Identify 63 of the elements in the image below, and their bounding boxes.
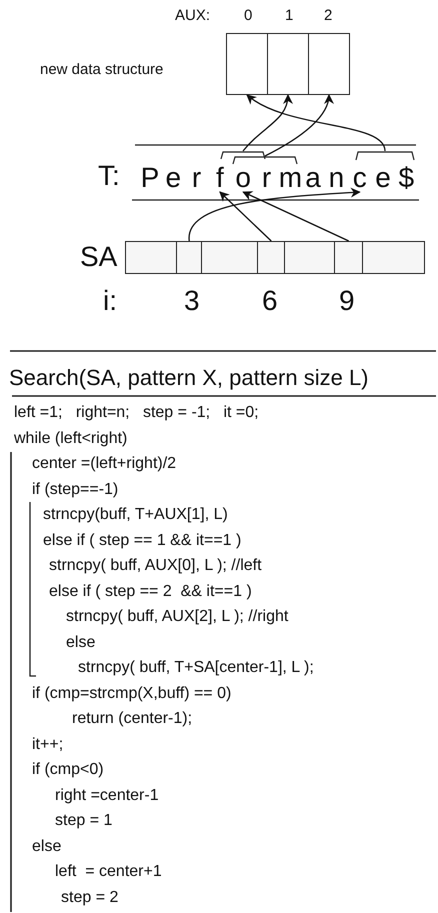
array-cell [201,241,258,274]
character: e [372,163,394,192]
array-cell [308,33,350,95]
code-line: if (cmp<0) [32,762,104,778]
character: f [208,163,231,192]
index-number: 1 [285,8,294,23]
code-line: else [66,634,96,650]
code-line: strncpy( buff, AUX[2], L ); //right [66,609,288,625]
code-line: strncpy(buff, T+AUX[1], L) [43,507,228,523]
substring-bracket [220,151,266,159]
character: m [278,163,301,192]
code-line: return (center-1); [72,711,192,727]
code-line: strncpy( buff, AUX[0], L ); //left [49,558,262,574]
code-line: while (left<right) [14,430,128,446]
character: $ [395,163,418,192]
character: n [325,163,348,192]
character: e [162,163,184,192]
index-number: 3 [184,287,200,315]
arrow [242,94,292,152]
array-cell [176,241,202,274]
string-label: T: [98,162,120,190]
character: o [232,163,254,192]
code-line: it++; [32,736,64,752]
code-line: else if ( step == 2 && it==1 ) [49,584,252,600]
code-line: step = 1 [55,813,112,829]
arrow [219,191,272,242]
index-number: 9 [339,287,355,315]
code-line: else if ( step == 1 && it==1 ) [43,532,242,548]
index-number: 0 [244,8,252,23]
array-cell [125,241,178,274]
array-cell [334,241,364,274]
function-heading: Search(SA, pattern X, pattern size L) [9,367,369,389]
code-line: if (step==-1) [32,482,118,498]
code-line: strncpy( buff, T+SA[center-1], L ); [78,660,314,676]
substring-bracket [232,156,298,164]
arrow [188,188,361,242]
array-label: SA [80,243,118,271]
array-cell [267,33,309,95]
code-line: if (cmp=strcmp(X,buff) == 0) [32,686,232,702]
character: c [348,163,371,192]
code-line: left = center+1 [55,864,162,880]
index-number: 6 [262,287,278,315]
code-line: left =1; right=n; step = -1; it =0; [14,405,259,421]
character: a [302,163,324,192]
code-line: right =center-1 [55,788,159,804]
character: r [256,163,278,192]
character: r [186,163,208,192]
code-line: center =(left+right)/2 [32,456,176,472]
code-line: else [32,838,62,854]
code-line: step = 2 [61,890,118,906]
array-cell [362,241,424,274]
substring-bracket [355,151,415,160]
index-label: i: [103,287,117,315]
caption: new data structure [40,62,164,77]
array-cell [226,33,268,95]
arrow [264,94,334,157]
array-cell [257,241,286,274]
array-cell [284,241,336,274]
arrow [242,191,350,242]
index-number: 2 [324,8,332,23]
character: P [139,163,161,192]
array-label: AUX: [175,8,210,23]
arrow [246,94,386,152]
